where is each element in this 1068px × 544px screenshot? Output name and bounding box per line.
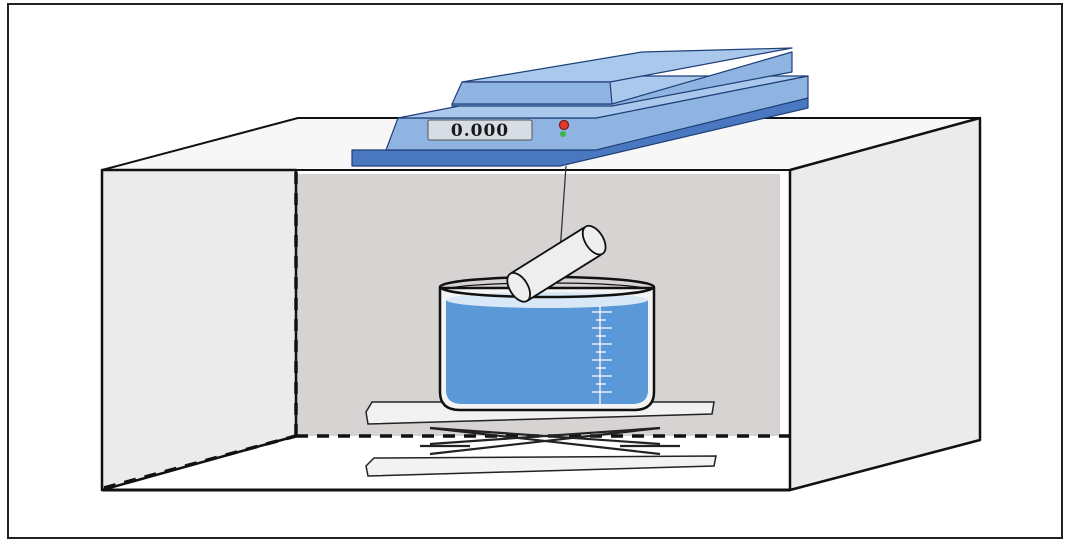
enclosure-left-panel	[100, 168, 298, 492]
beaker-graduations	[592, 306, 612, 404]
balance-display	[427, 119, 533, 141]
sample-cylinder	[506, 224, 607, 303]
ready-led	[560, 131, 566, 137]
enclosure-right-panel	[788, 116, 982, 492]
balance-display-reading: 0.000	[451, 121, 509, 141]
balance-upper-front	[451, 81, 613, 105]
power-led	[558, 119, 570, 131]
beaker-liquid	[446, 300, 648, 404]
balance: 0.000	[351, 47, 809, 167]
lab-jack-bottom-plate	[365, 455, 717, 477]
beaker	[438, 275, 656, 412]
lab-jack-scissor	[420, 426, 680, 456]
suspension-wire	[559, 165, 567, 253]
